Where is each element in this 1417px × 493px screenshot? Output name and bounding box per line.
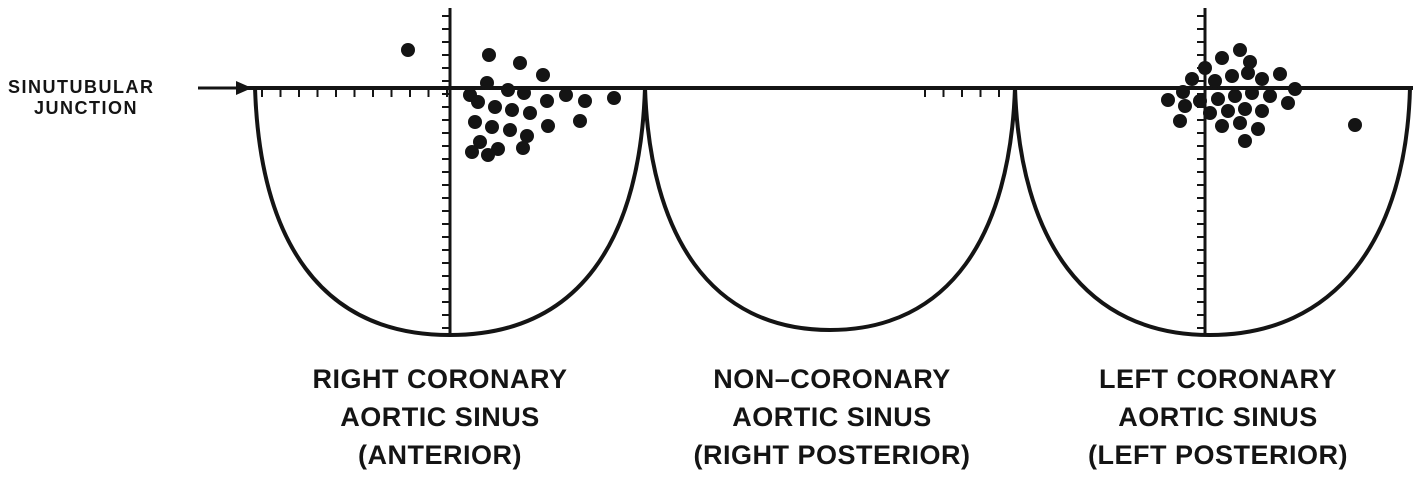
right-coronary-sinus-curve (253, 87, 647, 338)
left-coronary-label-line3: (LEFT POSTERIOR) (1088, 440, 1348, 470)
right-coronary-label-line3: (ANTERIOR) (358, 440, 522, 470)
right-coronary-ostia-dot (471, 95, 485, 109)
left-coronary-ostia-dot (1233, 43, 1247, 57)
right-coronary-ostia-dot (473, 135, 487, 149)
non-coronary-label-line2: AORTIC SINUS (732, 402, 932, 432)
non-coronary-sinus-curve (643, 87, 1017, 333)
left-coronary-ostia-dot (1208, 74, 1222, 88)
label-left-coronary-sinus: LEFT CORONARY AORTIC SINUS (LEFT POSTERI… (1088, 364, 1348, 470)
left-coronary-ostia-dot (1251, 122, 1265, 136)
right-coronary-ostia-dot (573, 114, 587, 128)
right-coronary-ostia-dot (401, 43, 415, 57)
sinutubular-junction-label-line2: JUNCTION (34, 98, 138, 118)
left-coronary-ostia-dot (1348, 118, 1362, 132)
left-coronary-ostia-dot (1225, 69, 1239, 83)
right-coronary-ostia-dot (536, 68, 550, 82)
left-coronary-ostia-dot (1241, 66, 1255, 80)
junction-arrow-head-icon (236, 81, 252, 95)
left-coronary-ostia-dot (1215, 119, 1229, 133)
right-coronary-ostia-dot (503, 123, 517, 137)
non-coronary-label-line3: (RIGHT POSTERIOR) (694, 440, 971, 470)
left-coronary-ostia-dot (1238, 102, 1252, 116)
left-coronary-ostia-dot (1203, 106, 1217, 120)
right-coronary-ostia-dot (480, 76, 494, 90)
right-coronary-ostia-dot (520, 129, 534, 143)
left-coronary-ostia-dot (1238, 134, 1252, 148)
left-coronary-ostia-dot (1221, 104, 1235, 118)
right-coronary-ostia-dot (501, 83, 515, 97)
right-coronary-ostia-dot (513, 56, 527, 70)
left-coronary-ostia-dot (1288, 82, 1302, 96)
left-coronary-ostia-dot (1255, 104, 1269, 118)
left-coronary-ostia-dot (1178, 99, 1192, 113)
left-coronary-ostia-dot (1273, 67, 1287, 81)
left-coronary-ostia-dot (1215, 51, 1229, 65)
tick-marks (261, 15, 1205, 329)
right-coronary-ostia-dot (541, 119, 555, 133)
right-coronary-ostia-dot (516, 141, 530, 155)
non-coronary-label-line1: NON–CORONARY (713, 364, 951, 394)
right-coronary-ostia-dot (482, 48, 496, 62)
left-coronary-ostia-dot (1245, 86, 1259, 100)
right-coronary-ostia-dot (468, 115, 482, 129)
left-coronary-label-line2: AORTIC SINUS (1118, 402, 1318, 432)
right-coronary-ostia-dot (481, 148, 495, 162)
left-coronary-ostia-dot (1228, 89, 1242, 103)
right-coronary-label-line2: AORTIC SINUS (340, 402, 540, 432)
right-coronary-ostia-dot (607, 91, 621, 105)
right-coronary-ostia-dot (523, 106, 537, 120)
left-coronary-ostia-dot (1198, 61, 1212, 75)
right-coronary-ostia-dot (559, 88, 573, 102)
left-coronary-ostia-dot (1233, 116, 1247, 130)
left-coronary-label-line1: LEFT CORONARY (1099, 364, 1337, 394)
left-coronary-ostia-dot (1243, 55, 1257, 69)
sinutubular-junction-label-line1: SINUTUBULAR (8, 77, 155, 97)
right-coronary-ostia-dot (485, 120, 499, 134)
left-coronary-ostia-dot (1176, 85, 1190, 99)
right-coronary-ostia-dot (505, 103, 519, 117)
left-coronary-ostia-dot (1193, 94, 1207, 108)
ostia-dots (401, 43, 1362, 162)
right-coronary-ostia-dot (465, 145, 479, 159)
left-coronary-ostia-dot (1211, 92, 1225, 106)
left-coronary-ostia-dot (1173, 114, 1187, 128)
left-coronary-ostia-dot (1255, 72, 1269, 86)
right-coronary-ostia-dot (540, 94, 554, 108)
left-coronary-ostia-dot (1263, 89, 1277, 103)
left-coronary-sinus-curve (1013, 87, 1412, 338)
left-coronary-ostia-dot (1185, 72, 1199, 86)
right-coronary-ostia-dot (488, 100, 502, 114)
label-right-coronary-sinus: RIGHT CORONARY AORTIC SINUS (ANTERIOR) (313, 364, 568, 470)
left-coronary-ostia-dot (1281, 96, 1295, 110)
right-coronary-ostia-dot (578, 94, 592, 108)
right-coronary-label-line1: RIGHT CORONARY (313, 364, 568, 394)
left-coronary-ostia-dot (1161, 93, 1175, 107)
label-non-coronary-sinus: NON–CORONARY AORTIC SINUS (RIGHT POSTERI… (694, 364, 971, 470)
right-coronary-ostia-dot (517, 86, 531, 100)
